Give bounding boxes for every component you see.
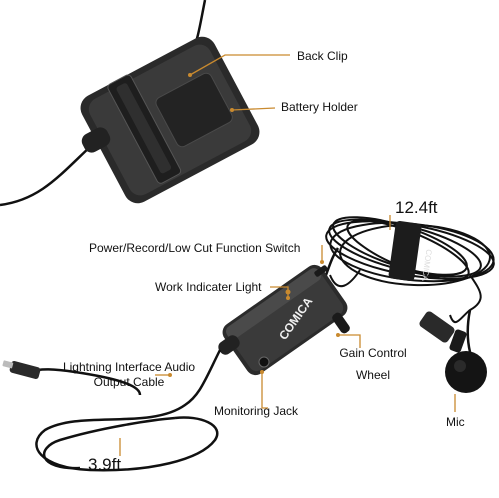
label-gain-control-line1: Gain Control <box>339 346 407 360</box>
label-battery-holder: Battery Holder <box>281 100 358 114</box>
label-lightning-cable: Lightning Interface Audio Output Cable <box>59 360 199 390</box>
leader-lines <box>119 54 456 456</box>
label-lightning-line1: Lightning Interface Audio <box>62 360 196 374</box>
battery-holder <box>155 72 233 148</box>
label-mic: Mic <box>446 415 465 429</box>
main-device: COMICA <box>218 264 350 376</box>
back-clip-unit <box>0 0 260 207</box>
label-work-light: Work Indicater Light <box>155 280 262 294</box>
function-switch <box>314 265 328 277</box>
lightning-cable <box>29 349 222 472</box>
gain-control-wheel <box>332 312 350 334</box>
label-monitoring-jack: Monitoring Jack <box>214 404 299 418</box>
label-gain-control: Gain Control Wheel <box>333 346 413 383</box>
monitoring-jack <box>258 356 270 368</box>
cable-tie <box>388 220 422 282</box>
mic-windscreen <box>445 351 487 393</box>
label-length-cable: 3.9ft <box>88 455 122 474</box>
lightning-connector <box>9 360 41 380</box>
lavalier-mic <box>419 309 487 393</box>
label-back-clip: Back Clip <box>297 49 348 63</box>
label-lightning-line2: Output Cable <box>93 375 165 389</box>
top-left-cable <box>0 144 93 207</box>
back-clip <box>107 74 182 184</box>
leader-dots <box>168 73 340 377</box>
mic-clip <box>419 311 455 343</box>
label-length-main: 12.4ft <box>395 198 438 217</box>
label-power-switch: Power/Record/Low Cut Function Switch <box>89 241 301 255</box>
label-gain-control-line2: Wheel <box>355 368 390 382</box>
